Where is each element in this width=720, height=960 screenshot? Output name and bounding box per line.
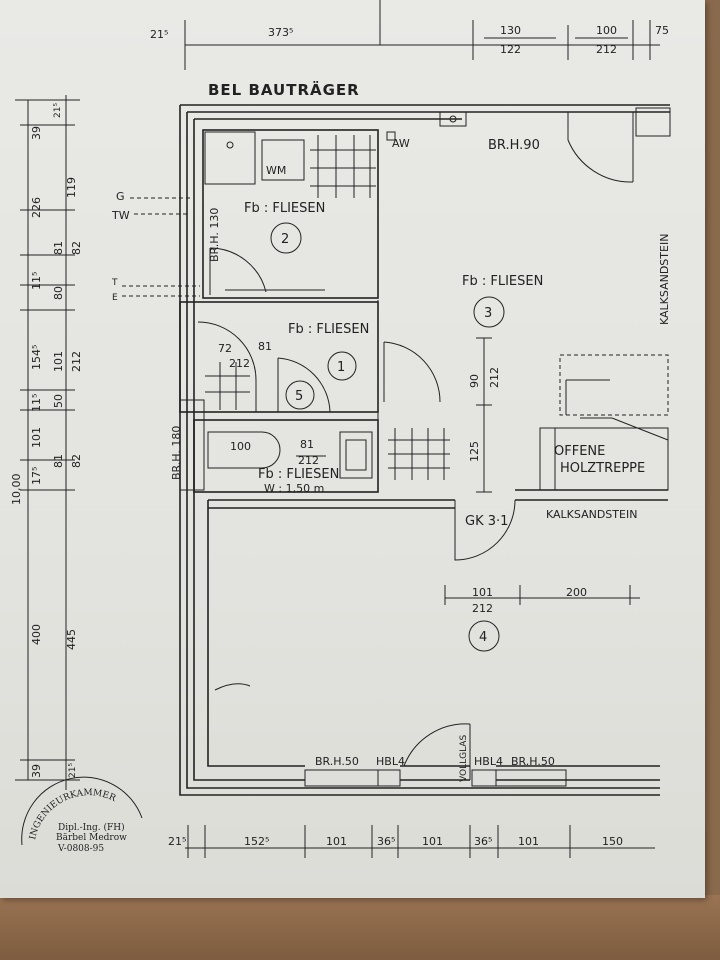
- room-3-window: BR.H.90: [488, 138, 540, 153]
- bottom-window-left: BR.H.50: [315, 755, 359, 768]
- bottom-dim-6: 101: [518, 835, 539, 848]
- left-dim-total: 10,00: [10, 474, 23, 506]
- hbl-left: HBL4: [376, 755, 405, 768]
- room-2: WM Fb : FLIESEN 2 BR.H. 130: [202, 129, 379, 299]
- bottom-dim-7: 150: [602, 835, 623, 848]
- room-3-d2: 212: [488, 367, 501, 388]
- bottom-openings: BR.H.50 HBL4 HBL4 BR.H.50 VOLLGLAS: [304, 723, 567, 787]
- room-1-door-a: 81: [258, 340, 272, 353]
- top-dim-c-bottom: 122: [500, 43, 521, 56]
- left-dim-226: 226: [30, 197, 43, 218]
- left-dim-400: 400: [30, 624, 43, 645]
- vollglas-label: VOLLGLAS: [459, 735, 469, 782]
- room-3: AW BR.H.90 Fb : FLIESEN 3 90 212 125 KAL…: [386, 131, 671, 493]
- left-dim-445: 445: [65, 629, 78, 650]
- left-dim-82a: 82: [70, 241, 83, 255]
- bottom-dim-0: 21⁵: [168, 835, 186, 848]
- left-dim-17-5: 17⁵: [30, 467, 43, 485]
- left-dim-81a: 81: [52, 241, 65, 255]
- kalksandstein-vertical: KALKSANDSTEIN: [658, 234, 671, 325]
- bath-floor: Fb : FLIESEN: [258, 467, 339, 482]
- mark-tw: TW: [111, 209, 130, 222]
- left-dim-39b: 39: [30, 764, 43, 778]
- top-dim-e: 75: [655, 24, 669, 37]
- kalksandstein-horizontal: KALKSANDSTEIN: [546, 508, 637, 521]
- mark-e: E: [112, 293, 118, 303]
- bath-d1: 100: [230, 440, 251, 453]
- room-3-number: 3: [484, 306, 492, 321]
- bathroom: BR.H. 180 100 81 212 Fb : FLIESEN W : 1,…: [170, 399, 379, 495]
- left-dim-11-5a: 11⁵: [30, 272, 43, 290]
- top-dim-b: 373⁵: [268, 26, 293, 39]
- left-dim-bottom-small: 21⁵: [68, 763, 78, 778]
- left-dim-101: 101: [30, 427, 43, 448]
- room-2-floor: Fb : FLIESEN: [244, 201, 325, 216]
- stamp-line-3: V-0808-95: [57, 844, 104, 854]
- left-dim-101b: 101: [52, 351, 65, 372]
- bath-window: BR.H. 180: [170, 426, 183, 480]
- left-dim-154-5: 154⁵: [30, 345, 43, 370]
- bath-width: W : 1,50 m: [264, 482, 324, 495]
- hall-tiles: [388, 428, 450, 480]
- mark-t: T: [111, 278, 118, 288]
- top-dim-c-top: 130: [500, 24, 521, 37]
- wm-label: WM: [266, 164, 286, 177]
- room-4-d1-bottom: 212: [472, 602, 493, 615]
- bottom-dim-3: 36⁵: [377, 835, 395, 848]
- room-3-d3: 125: [468, 441, 481, 462]
- room-1: Fb : FLIESEN 1 81 212: [179, 301, 441, 413]
- middle-wall: GK 3·1 KALKSANDSTEIN: [208, 300, 668, 561]
- left-dimension-lines: 10,00 400 39 226 11⁵ 154⁵ 11⁵ 101 17⁵ 44…: [10, 95, 83, 790]
- top-dimension-line: 21⁵ 373⁵ 130 122 100 212 75: [150, 0, 669, 70]
- bottom-dim-5: 36⁵: [474, 835, 492, 848]
- room-1-door-b: 212: [229, 357, 250, 370]
- bath-d2: 81: [300, 438, 314, 451]
- side-marks: G TW T E: [111, 190, 200, 303]
- left-dim-82b: 82: [70, 454, 83, 468]
- room-3-floor: Fb : FLIESEN: [462, 274, 543, 289]
- bath-d3: 212: [298, 454, 319, 467]
- left-dim-11-5b: 11⁵: [30, 394, 43, 412]
- room-5-d1: 72: [218, 342, 232, 355]
- room-4-door: GK 3·1: [465, 514, 508, 529]
- room-4-d2: 200: [566, 586, 587, 599]
- wooden-floor-background: [0, 895, 720, 960]
- room-1-floor: Fb : FLIESEN: [288, 322, 369, 337]
- bottom-dim-2: 101: [326, 835, 347, 848]
- left-dim-80: 80: [52, 286, 65, 300]
- top-dim-d-top: 100: [596, 24, 617, 37]
- room-3-d1: 90: [468, 374, 481, 388]
- bottom-dim-4: 101: [422, 835, 443, 848]
- left-dim-81b: 81: [52, 454, 65, 468]
- stamp-line-1: Dipl.-Ing. (FH): [58, 822, 125, 833]
- room-4-d1-top: 101: [472, 586, 493, 599]
- left-dim-50: 50: [52, 394, 65, 408]
- left-dim-top-small: 21⁵: [53, 103, 63, 118]
- mark-g: G: [116, 190, 125, 203]
- room-4-number: 4: [479, 630, 487, 645]
- top-entrance: [439, 107, 671, 183]
- top-dim-d-bottom: 212: [596, 43, 617, 56]
- engineer-stamp: INGENIEURKAMMER Dipl.-Ing. (FH) Bärbel M…: [21, 776, 143, 854]
- open-stairs: OFFENE HOLZTREPPE: [539, 354, 669, 491]
- bottom-dimension-line: 21⁵ 152⁵ 101 36⁵ 101 36⁵ 101 150: [168, 825, 655, 858]
- stair-label-1: OFFENE: [554, 444, 605, 459]
- bottom-window-right: BR.H.50: [511, 755, 555, 768]
- left-dim-119: 119: [65, 177, 78, 198]
- top-dim-a: 21⁵: [150, 28, 168, 41]
- left-dim-212: 212: [70, 351, 83, 372]
- room-3-aw: AW: [392, 137, 410, 150]
- room-2-number: 2: [281, 232, 289, 247]
- plan-title: BEL BAUTRÄGER: [208, 80, 360, 99]
- hbl-right: HBL4: [474, 755, 503, 768]
- room-1-number: 1: [337, 360, 345, 375]
- room-5-number: 5: [295, 389, 303, 404]
- left-dim-39: 39: [30, 126, 43, 140]
- bottom-dim-1: 152⁵: [244, 835, 269, 848]
- room-5: 72 5: [197, 321, 331, 413]
- room-4: 101 212 200 4: [214, 585, 640, 691]
- stair-label-2: HOLZTREPPE: [560, 461, 645, 476]
- stamp-line-2: Bärbel Medrow: [56, 833, 127, 843]
